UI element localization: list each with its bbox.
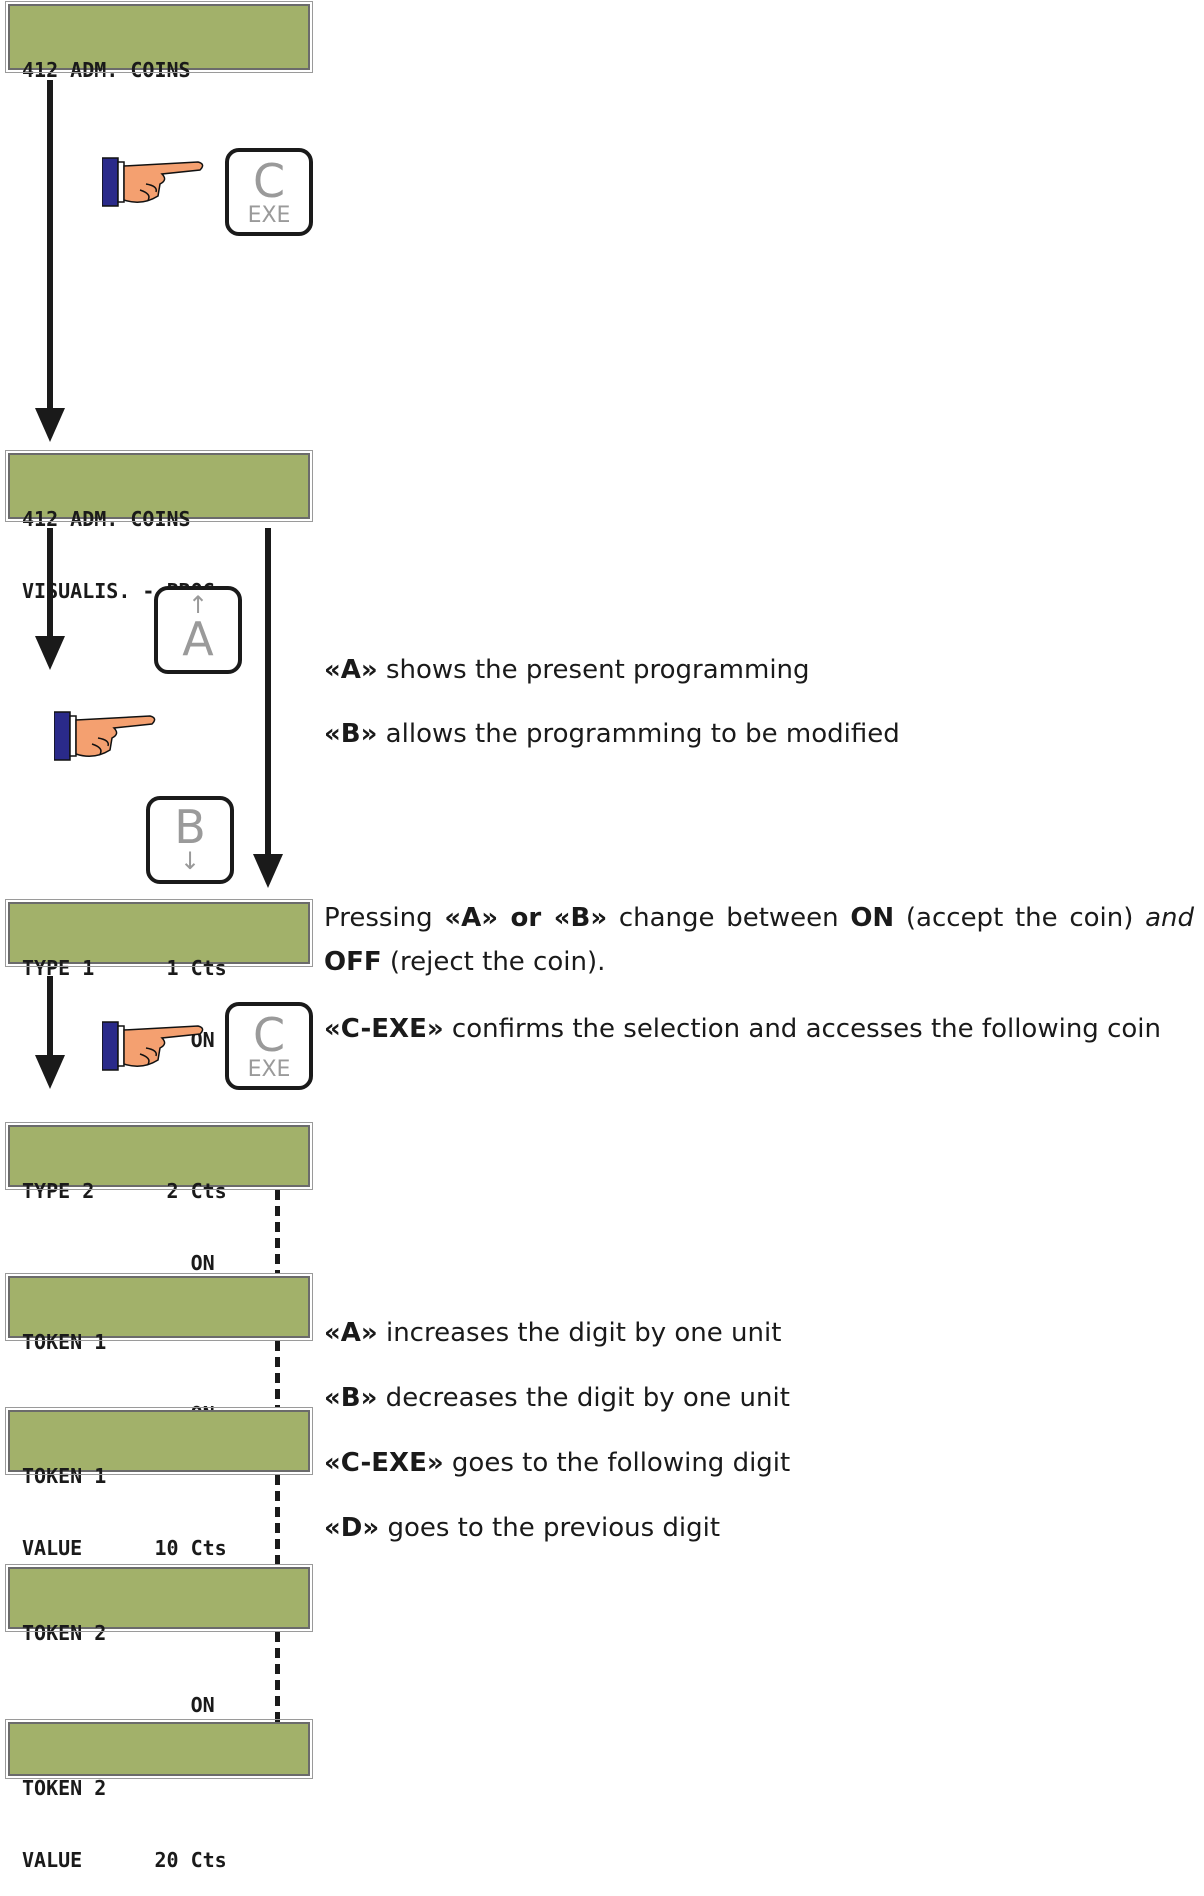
desc-pressing: Pressing «A» or «B» change between ON (a…	[324, 896, 1194, 984]
down-arrow-icon: ↓	[179, 847, 201, 875]
desc-b-allows: «B» allows the programming to be modifie…	[324, 717, 1184, 751]
key-ref-d: «D»	[324, 1513, 380, 1543]
on-label: ON	[850, 903, 895, 933]
flow-arrowhead	[35, 408, 65, 442]
lcd-line: TOKEN 2	[22, 1621, 107, 1645]
pointing-hand-icon	[102, 1021, 204, 1071]
lcd-line: TOKEN 1	[22, 1464, 107, 1488]
key-ref-b: «B»	[324, 719, 378, 749]
desc-text: Pressing	[324, 903, 445, 933]
desc-previous-digit: «D» goes to the previous digit	[324, 1511, 1184, 1545]
key-ref-c-exe: «C-EXE»	[324, 1448, 444, 1478]
desc-text: confirms the selection and accesses the …	[443, 1014, 1161, 1044]
desc-a-shows: «A» shows the present programming	[324, 653, 1184, 687]
b-key-label: B	[174, 800, 206, 854]
lcd-line: ON	[22, 1251, 215, 1275]
flow-line	[47, 80, 53, 410]
lcd-screen-type2: TYPE 2 2 Cts ON	[5, 1122, 313, 1275]
flow-arrowhead	[35, 1055, 65, 1089]
exe-key-label: EXE	[247, 1057, 291, 1082]
key-ref-a: «A»	[324, 655, 378, 685]
key-ref-c-exe: «C-EXE»	[324, 1014, 444, 1044]
lcd-line: ON	[22, 1693, 215, 1717]
lcd-screen-type1: TYPE 1 1 Cts ON	[5, 899, 313, 1052]
flow-line	[47, 976, 53, 1058]
desc-increase: «A» increases the digit by one unit	[324, 1316, 1184, 1350]
desc-text: change between	[607, 903, 851, 933]
exe-key-label: EXE	[247, 203, 291, 228]
off-label: OFF	[324, 947, 382, 977]
c-exe-key[interactable]: C EXE	[225, 148, 313, 236]
desc-text: decreases the digit by one unit	[377, 1383, 790, 1413]
desc-text: increases the digit by one unit	[377, 1318, 782, 1348]
lcd-screen-token2-value: TOKEN 2 VALUE 20 Cts	[5, 1719, 313, 1872]
desc-text: allows the programming to be modified	[377, 719, 900, 749]
desc-c-exe: «C-EXE» confirms the selection and acces…	[324, 1005, 1194, 1053]
continuation-line	[275, 1190, 280, 1274]
c-key-label: C	[252, 154, 286, 208]
desc-next-digit: «C-EXE» goes to the following digit	[324, 1446, 1184, 1480]
lcd-screen-token1-value: TOKEN 1 VALUE 10 Cts	[5, 1407, 313, 1560]
c-key-label: C	[252, 1008, 286, 1062]
lcd-line: TYPE 2 2 Cts	[22, 1179, 227, 1203]
continuation-line	[275, 1632, 280, 1728]
pointing-hand-icon	[102, 157, 204, 207]
lcd-screen-token1: TOKEN 1 ON	[5, 1273, 313, 1426]
lcd-screen-visualis: 412 ADM. COINS VISUALIS. - PROG.	[5, 450, 313, 603]
continuation-line	[275, 1475, 280, 1565]
flow-arrowhead	[35, 636, 65, 670]
flow-line	[47, 528, 53, 638]
lcd-screen-token2: TOKEN 2 ON	[5, 1564, 313, 1717]
desc-text: (accept the coin)	[894, 903, 1146, 933]
key-ref-ab: «A» or «B»	[444, 903, 608, 933]
flow-line	[265, 528, 271, 858]
c-exe-key[interactable]: C EXE	[225, 1002, 313, 1090]
flow-arrowhead	[253, 854, 283, 888]
desc-text: (reject the coin).	[381, 947, 606, 977]
lcd-line: TYPE 1 1 Cts	[22, 956, 227, 980]
continuation-line	[275, 1341, 280, 1407]
a-key[interactable]: ↑ A	[154, 586, 242, 674]
up-arrow-icon: ↑	[187, 591, 209, 619]
desc-text: goes to the previous digit	[379, 1513, 721, 1543]
desc-italic: and	[1145, 903, 1194, 933]
lcd-line: VALUE 20 Cts	[22, 1848, 227, 1872]
desc-text: shows the present programming	[377, 655, 810, 685]
lcd-screen-412: 412 ADM. COINS	[5, 1, 313, 82]
lcd-line: VALUE 10 Cts	[22, 1536, 227, 1560]
a-key-label: A	[182, 612, 214, 666]
lcd-line: 412 ADM. COINS	[22, 58, 191, 82]
pointing-hand-icon	[54, 711, 156, 761]
key-ref-a: «A»	[324, 1318, 378, 1348]
b-key[interactable]: B ↓	[146, 796, 234, 884]
lcd-line: 412 ADM. COINS	[22, 507, 191, 531]
lcd-line: TOKEN 1	[22, 1330, 107, 1354]
lcd-line: TOKEN 2	[22, 1776, 107, 1800]
desc-text: goes to the following digit	[443, 1448, 791, 1478]
desc-decrease: «B» decreases the digit by one unit	[324, 1381, 1184, 1415]
key-ref-b: «B»	[324, 1383, 378, 1413]
